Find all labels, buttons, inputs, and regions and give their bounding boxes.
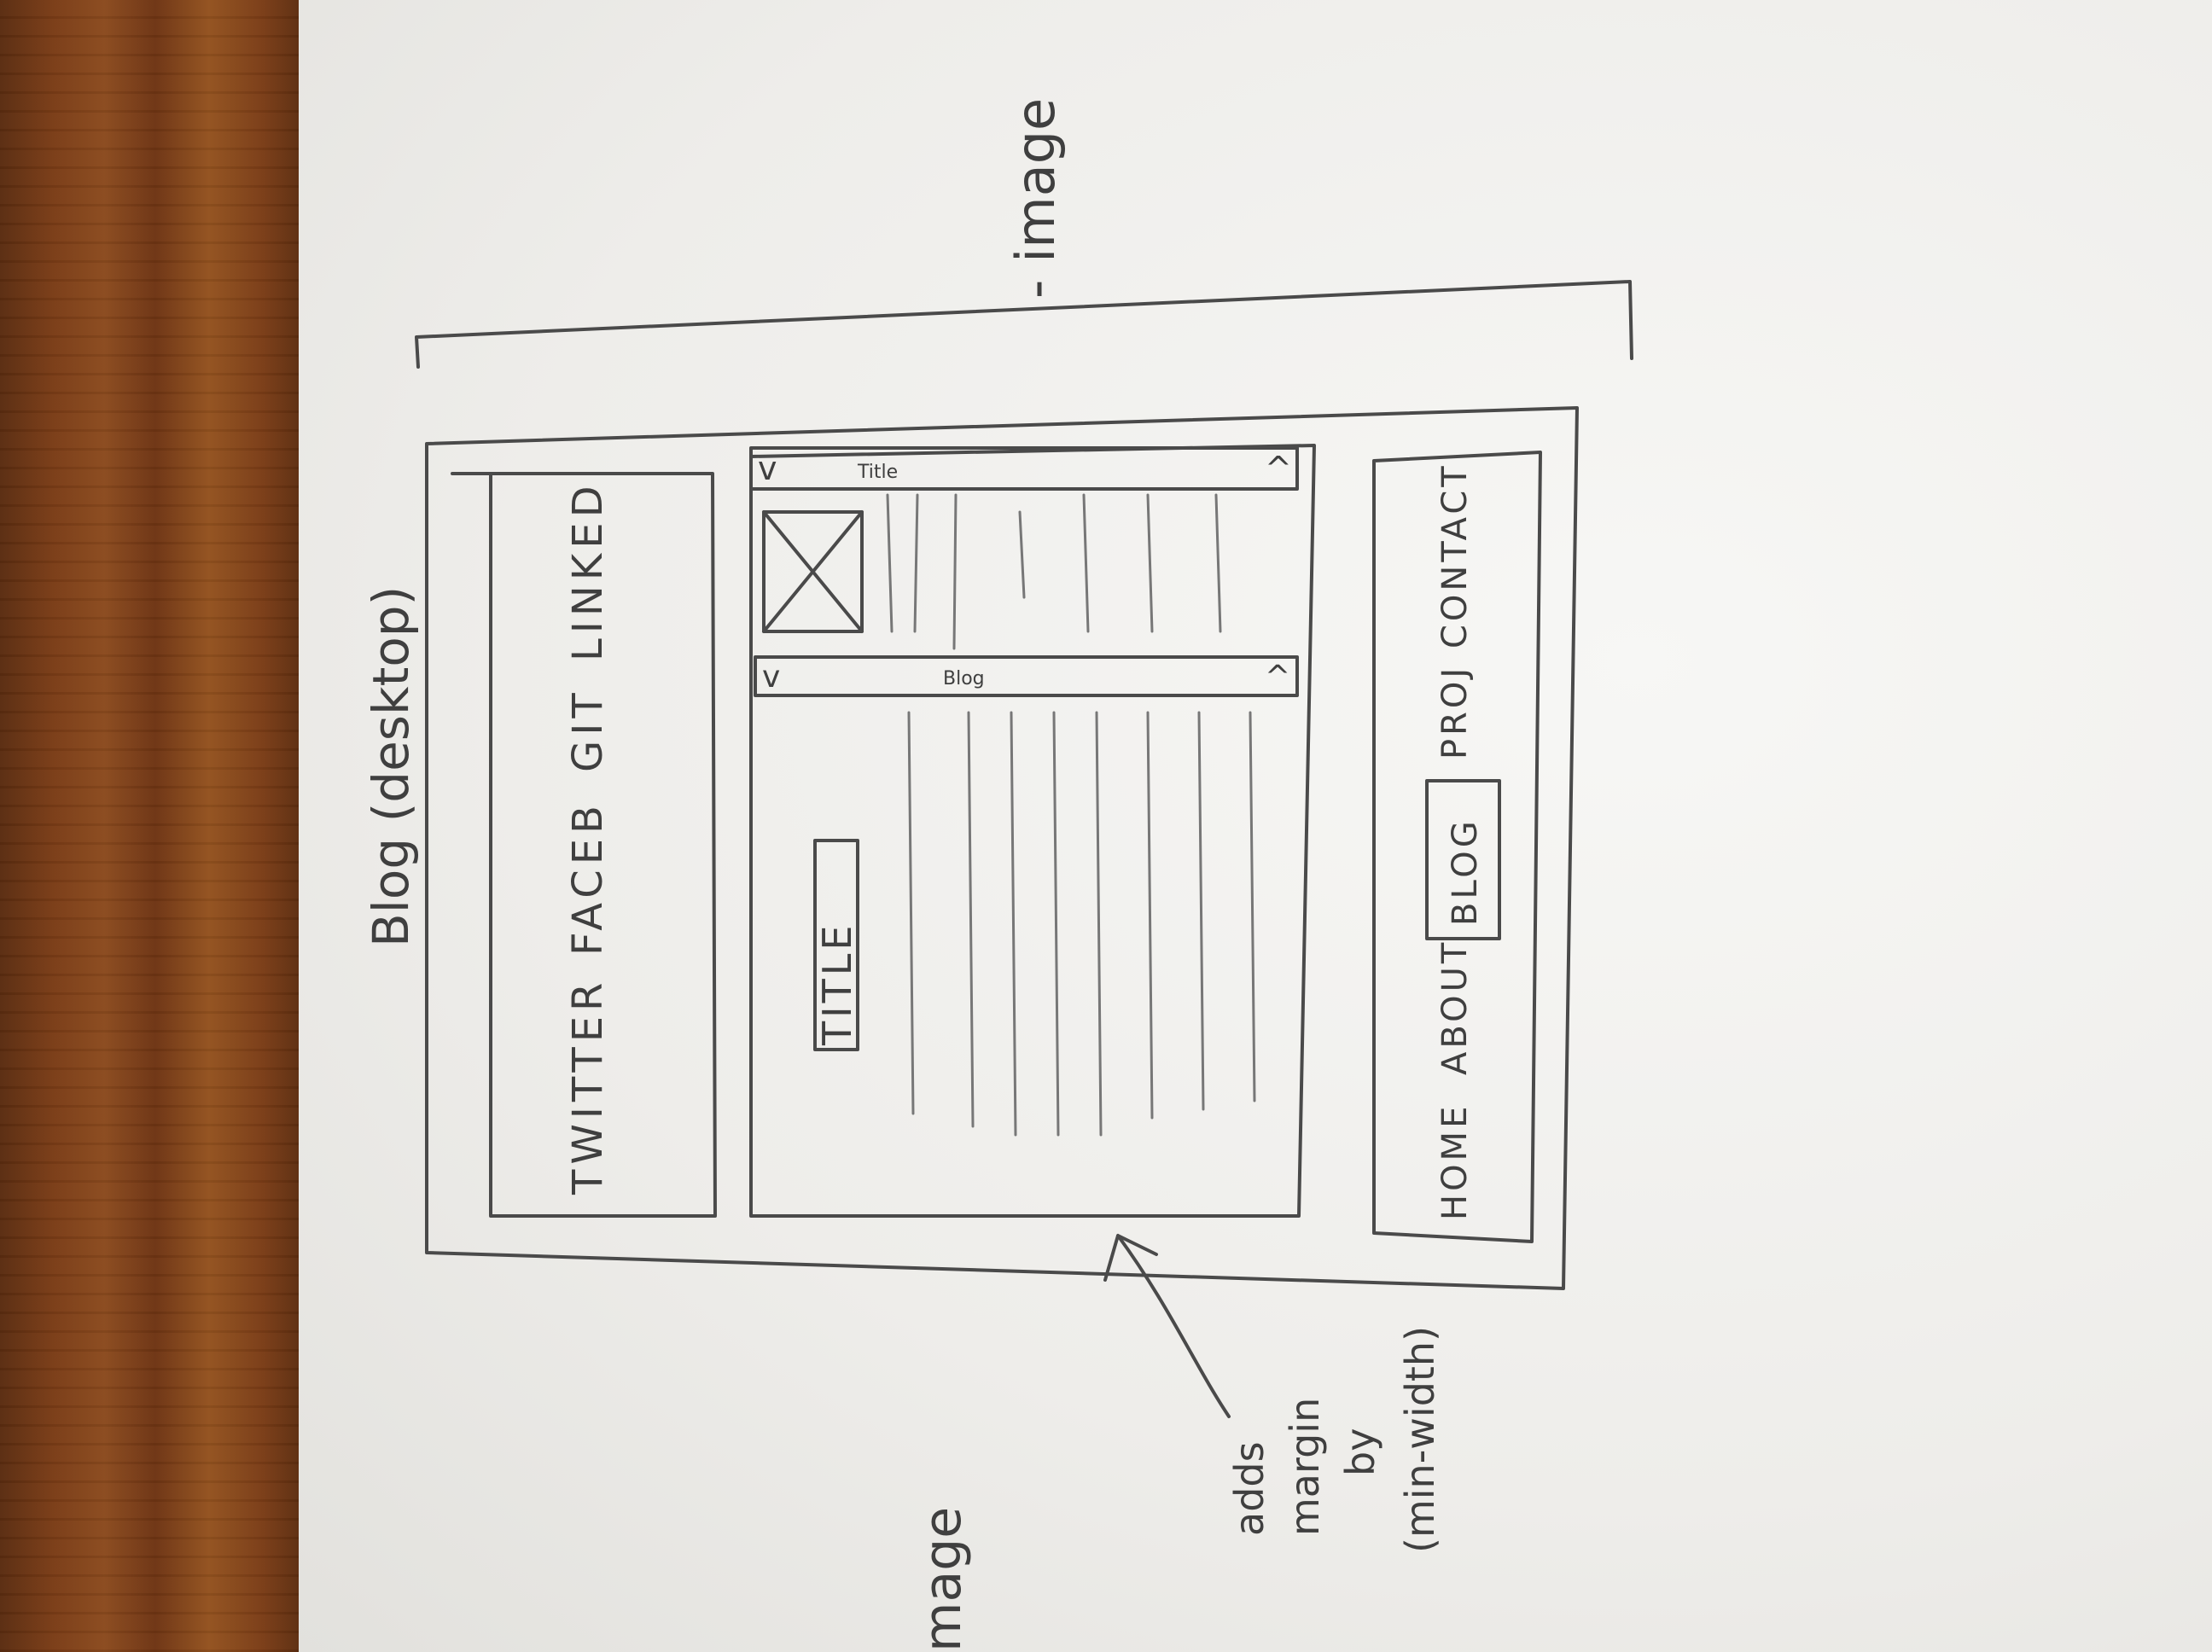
post-2-bar [754, 655, 1299, 697]
annotation-line-1: adds [1226, 1441, 1272, 1536]
post-1-arrow-up[interactable]: ^ [1265, 450, 1292, 487]
wood-grain [0, 0, 299, 1652]
header-image-bracket [415, 280, 1633, 369]
nav-item-about[interactable]: ABOUT [1435, 939, 1475, 1075]
post-2-arrow-down[interactable]: v [762, 660, 780, 695]
paper-sheet [299, 0, 2212, 1652]
social-link-linkedin[interactable]: LINKED [564, 480, 612, 661]
wooden-table [0, 0, 299, 1652]
annotation-line-2: margin [1282, 1398, 1328, 1536]
nav-item-contact[interactable]: CONTACT [1435, 462, 1475, 649]
nav-column [1372, 451, 1542, 1243]
social-link-facebook[interactable]: FACEB [564, 800, 612, 956]
post-2-arrow-up[interactable]: ^ [1265, 660, 1290, 695]
corner-note: mage [913, 1507, 973, 1652]
annotation-line-3: by [1337, 1428, 1383, 1476]
post-image-placeholder [762, 510, 864, 633]
post-1-text-lines [886, 493, 1222, 650]
post-1-bar [749, 446, 1299, 491]
post-1-tag: Title [857, 462, 898, 483]
social-link-git[interactable]: GIT [564, 688, 612, 772]
annotation-arrow [1103, 1234, 1231, 1418]
nav-item-blog[interactable]: BLOG [1446, 817, 1485, 926]
post-2-tag: Blog [943, 668, 985, 689]
post-title: TITLE [814, 922, 860, 1046]
post-title-box [813, 839, 859, 1051]
sketch-heading: Blog (desktop) [362, 586, 420, 947]
nav-item-active-box [1425, 779, 1501, 940]
nav-item-home[interactable]: HOME [1435, 1103, 1475, 1220]
social-sidebar [451, 472, 717, 1218]
social-links: TWITTER FACEB GIT LINKED [564, 480, 612, 1195]
nav-item-proj[interactable]: PROJ [1435, 665, 1475, 759]
nav-menu: HOME ABOUT BLOG PROJ CONTACT [1425, 462, 1501, 1220]
header-image-note: - image [1004, 98, 1067, 299]
post-1-arrow-down[interactable]: v [758, 450, 777, 487]
annotation-line-4: (min-width) [1397, 1326, 1443, 1553]
browser-frame [425, 406, 1579, 1290]
post-2-text-lines [907, 711, 1256, 1137]
content-column [749, 444, 1316, 1218]
social-link-twitter[interactable]: TWITTER [564, 978, 612, 1195]
annotation-note: adds margin by (min-width) [1226, 1326, 1443, 1553]
